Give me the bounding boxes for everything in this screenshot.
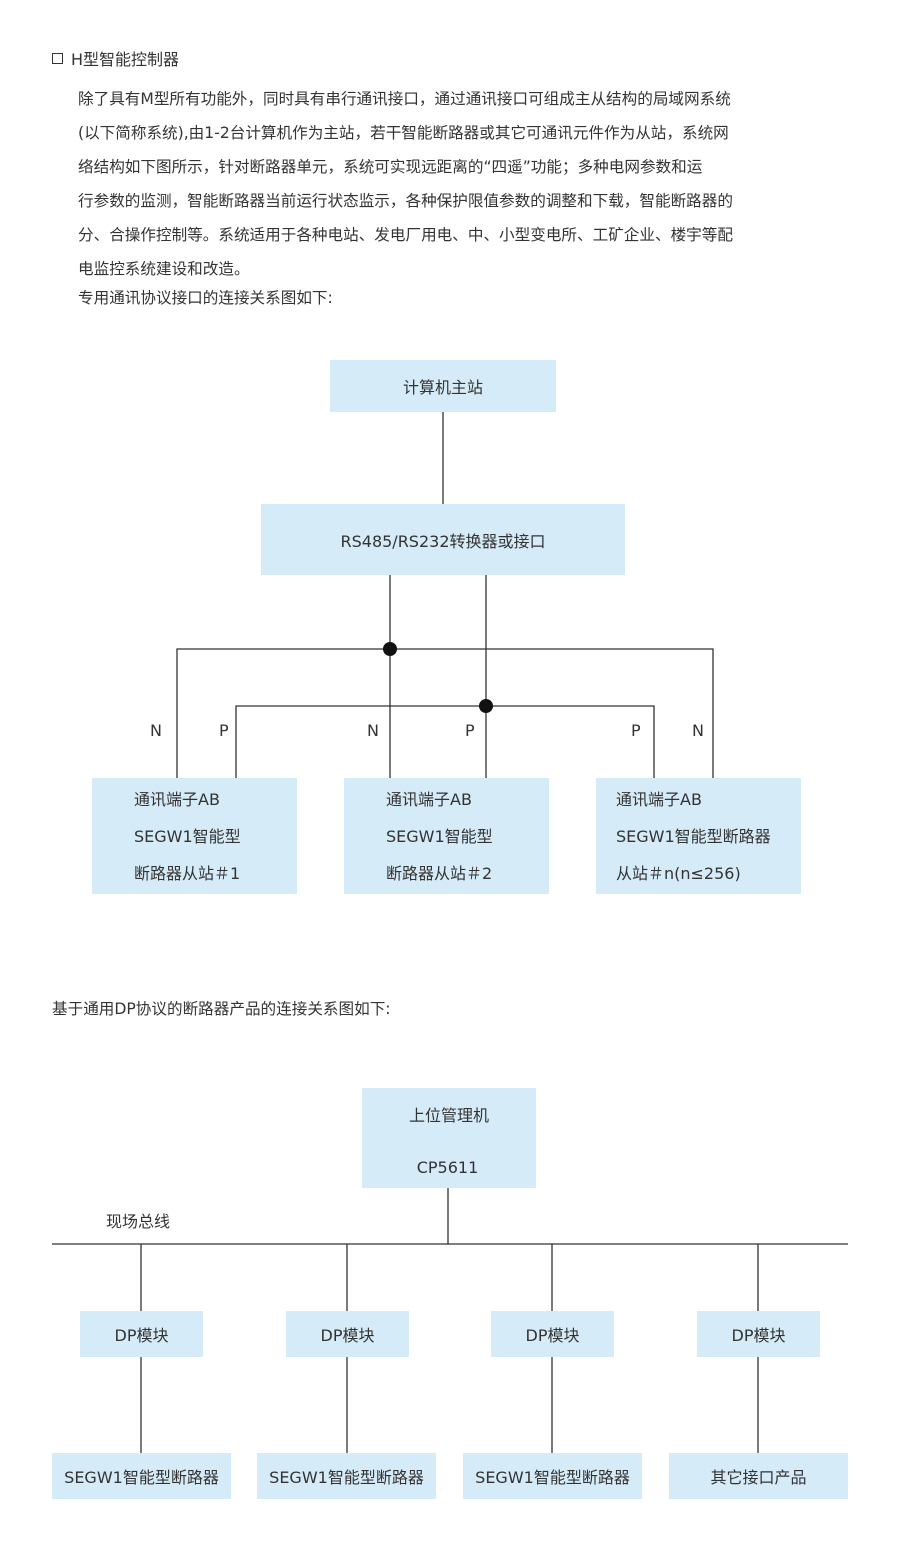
- dp-module-1: DP模块: [80, 1311, 203, 1357]
- heading-text: H型智能控制器: [71, 50, 180, 69]
- slave-line: 从站＃n(n≤256): [616, 863, 741, 883]
- checkbox-icon: [52, 52, 63, 64]
- wire-label-p: P: [219, 721, 229, 740]
- master-station-box: 计算机主站: [330, 360, 556, 412]
- slave-line: 通讯端子AB: [616, 789, 702, 809]
- p-bus: [235, 705, 655, 778]
- dp-module-2: DP模块: [286, 1311, 409, 1357]
- slave-station-2: 通讯端子AB SEGW1智能型 断路器从站＃2: [344, 778, 549, 894]
- dp-module-4: DP模块: [697, 1311, 820, 1357]
- device-box-2: SEGW1智能型断路器: [257, 1453, 436, 1499]
- caption-diagram-1: 专用通讯协议接口的连接关系图如下:: [78, 289, 333, 307]
- device-box-4: 其它接口产品: [669, 1453, 848, 1499]
- intro-line: 电监控系统建设和改造。: [78, 260, 250, 278]
- device-box-1: SEGW1智能型断路器: [52, 1453, 231, 1499]
- host-computer-box: 上位管理机: [362, 1088, 536, 1188]
- section-heading: H型智能控制器: [52, 46, 179, 70]
- slave-line: 通讯端子AB: [134, 789, 220, 809]
- device-box-3: SEGW1智能型断路器: [463, 1453, 642, 1499]
- field-bus-label: 现场总线: [106, 1212, 171, 1231]
- slave-station-n: 通讯端子AB SEGW1智能型断路器 从站＃n(n≤256): [596, 778, 801, 894]
- wire-label-p: P: [465, 721, 475, 740]
- converter-box: RS485/RS232转换器或接口: [261, 504, 625, 575]
- n-bus: [176, 648, 714, 778]
- intro-line: (以下简称系统),由1-2台计算机作为主站，若干智能断路器或其它可通讯元件作为从…: [78, 124, 729, 142]
- junction-n: [383, 642, 397, 656]
- slave-line: SEGW1智能型: [386, 826, 493, 846]
- intro-line: 分、合操作控制等。系统适用于各种电站、发电厂用电、中、小型变电所、工矿企业、楼宇…: [78, 226, 733, 244]
- intro-line: 除了具有M型所有功能外，同时具有串行通讯接口，通过通讯接口可组成主从结构的局域网…: [78, 90, 731, 108]
- cp5611-label: CP5611: [416, 1158, 479, 1177]
- slave-line: SEGW1智能型: [134, 826, 241, 846]
- intro-line: 络结构如下图所示，针对断路器单元，系统可实现远距离的“四遥”功能；多种电网参数和…: [78, 158, 703, 176]
- caption-diagram-2: 基于通用DP协议的断路器产品的连接关系图如下:: [52, 1000, 391, 1018]
- slave-line: 断路器从站＃1: [134, 863, 241, 883]
- slave-line: 通讯端子AB: [386, 789, 472, 809]
- wire-label-n: N: [150, 721, 162, 740]
- intro-line: 行参数的监测，智能断路器当前运行状态监示，各种保护限值参数的调整和下载，智能断路…: [78, 192, 733, 210]
- wire-label-n: N: [692, 721, 704, 740]
- dp-module-3: DP模块: [491, 1311, 614, 1357]
- slave-line: SEGW1智能型断路器: [616, 826, 771, 846]
- intro-paragraph: 除了具有M型所有功能外，同时具有串行通讯接口，通过通讯接口可组成主从结构的局域网…: [78, 82, 858, 286]
- host-label: 上位管理机: [408, 1106, 489, 1125]
- wire-label-p: P: [631, 721, 641, 740]
- slave-line: 断路器从站＃2: [386, 863, 493, 883]
- wire-label-n: N: [367, 721, 379, 740]
- junction-p: [479, 699, 493, 713]
- slave-station-1: 通讯端子AB SEGW1智能型 断路器从站＃1: [92, 778, 297, 894]
